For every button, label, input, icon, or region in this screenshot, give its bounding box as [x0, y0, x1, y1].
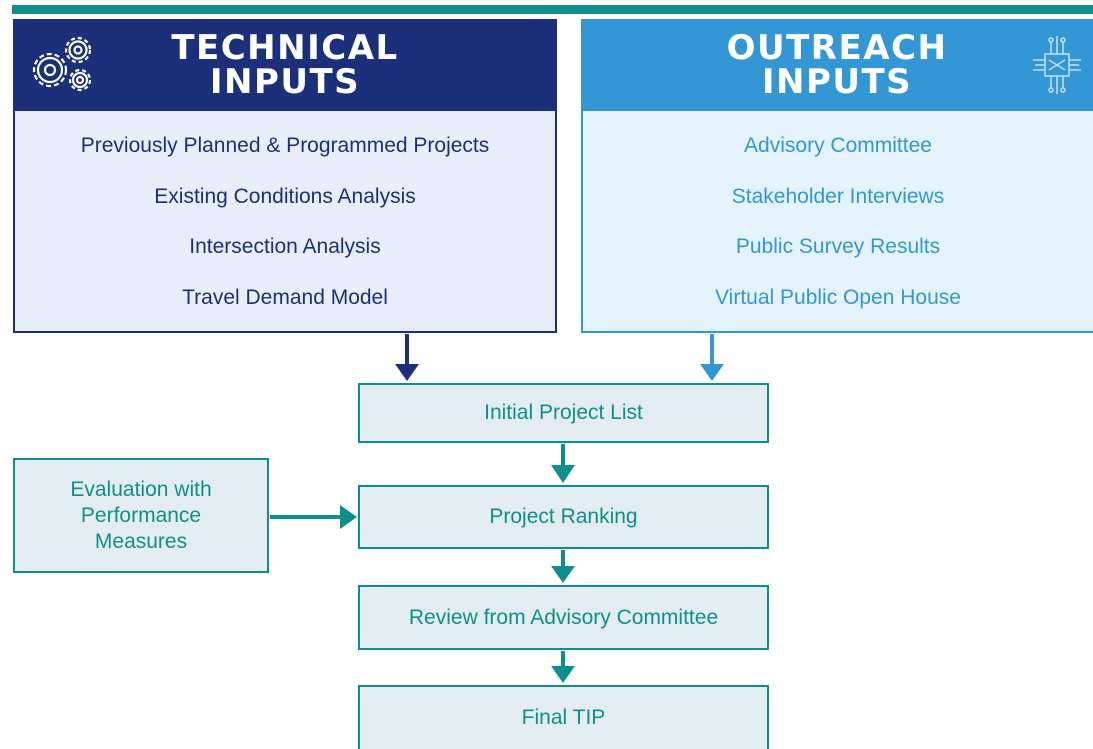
arrow-review-to-final	[551, 651, 575, 683]
outreach-inputs-title: OUTREACH INPUTS	[727, 31, 948, 99]
top-accent-bar	[12, 5, 1093, 14]
technical-item: Travel Demand Model	[182, 285, 388, 309]
final-tip-label: Final TIP	[521, 706, 606, 729]
outreach-item: Virtual Public Open House	[715, 285, 961, 309]
outreach-item: Public Survey Results	[735, 235, 941, 259]
final-tip-box: Final TIP	[358, 685, 769, 749]
technical-title-line2: INPUTS	[209, 62, 361, 102]
technical-item: Intersection Analysis	[189, 235, 381, 259]
outreach-title-line1: OUTREACH	[726, 28, 948, 68]
outreach-title-line2: INPUTS	[761, 62, 913, 102]
evaluation-box: Evaluation with Performance Measures	[13, 458, 269, 573]
outreach-inputs-list: Advisory Committee Stakeholder Interview…	[581, 111, 1093, 333]
outreach-arrow	[700, 334, 724, 381]
technical-title-line1: TECHNICAL	[171, 28, 399, 68]
review-box: Review from Advisory Committee	[358, 585, 769, 650]
review-label: Review from Advisory Committee	[408, 605, 719, 629]
technical-item: Previously Planned & Programmed Projects	[80, 134, 490, 158]
evaluation-label-line2: Performance	[80, 503, 202, 527]
arrow-ranking-to-review	[551, 550, 575, 583]
outreach-item: Advisory Committee	[744, 134, 932, 158]
technical-item: Existing Conditions Analysis	[154, 184, 416, 208]
network-icon	[1033, 36, 1081, 94]
evaluation-label-line1: Evaluation with	[70, 477, 212, 501]
project-ranking-label: Project Ranking	[489, 505, 638, 528]
outreach-item: Stakeholder Interviews	[731, 184, 945, 208]
technical-inputs-header: TECHNICAL INPUTS	[13, 19, 557, 111]
initial-project-list-box: Initial Project List	[358, 383, 769, 443]
gears-icon	[32, 36, 92, 92]
technical-arrow	[395, 334, 419, 381]
project-ranking-box: Project Ranking	[358, 485, 769, 549]
initial-project-list-label: Initial Project List	[484, 401, 643, 424]
arrow-initial-to-ranking	[551, 444, 575, 483]
arrow-evaluation-to-ranking	[270, 505, 357, 529]
technical-inputs-title: TECHNICAL INPUTS	[171, 31, 398, 99]
outreach-inputs-header: OUTREACH INPUTS	[581, 19, 1093, 111]
evaluation-label-line3: Measures	[94, 529, 188, 553]
technical-inputs-list: Previously Planned & Programmed Projects…	[13, 111, 557, 333]
